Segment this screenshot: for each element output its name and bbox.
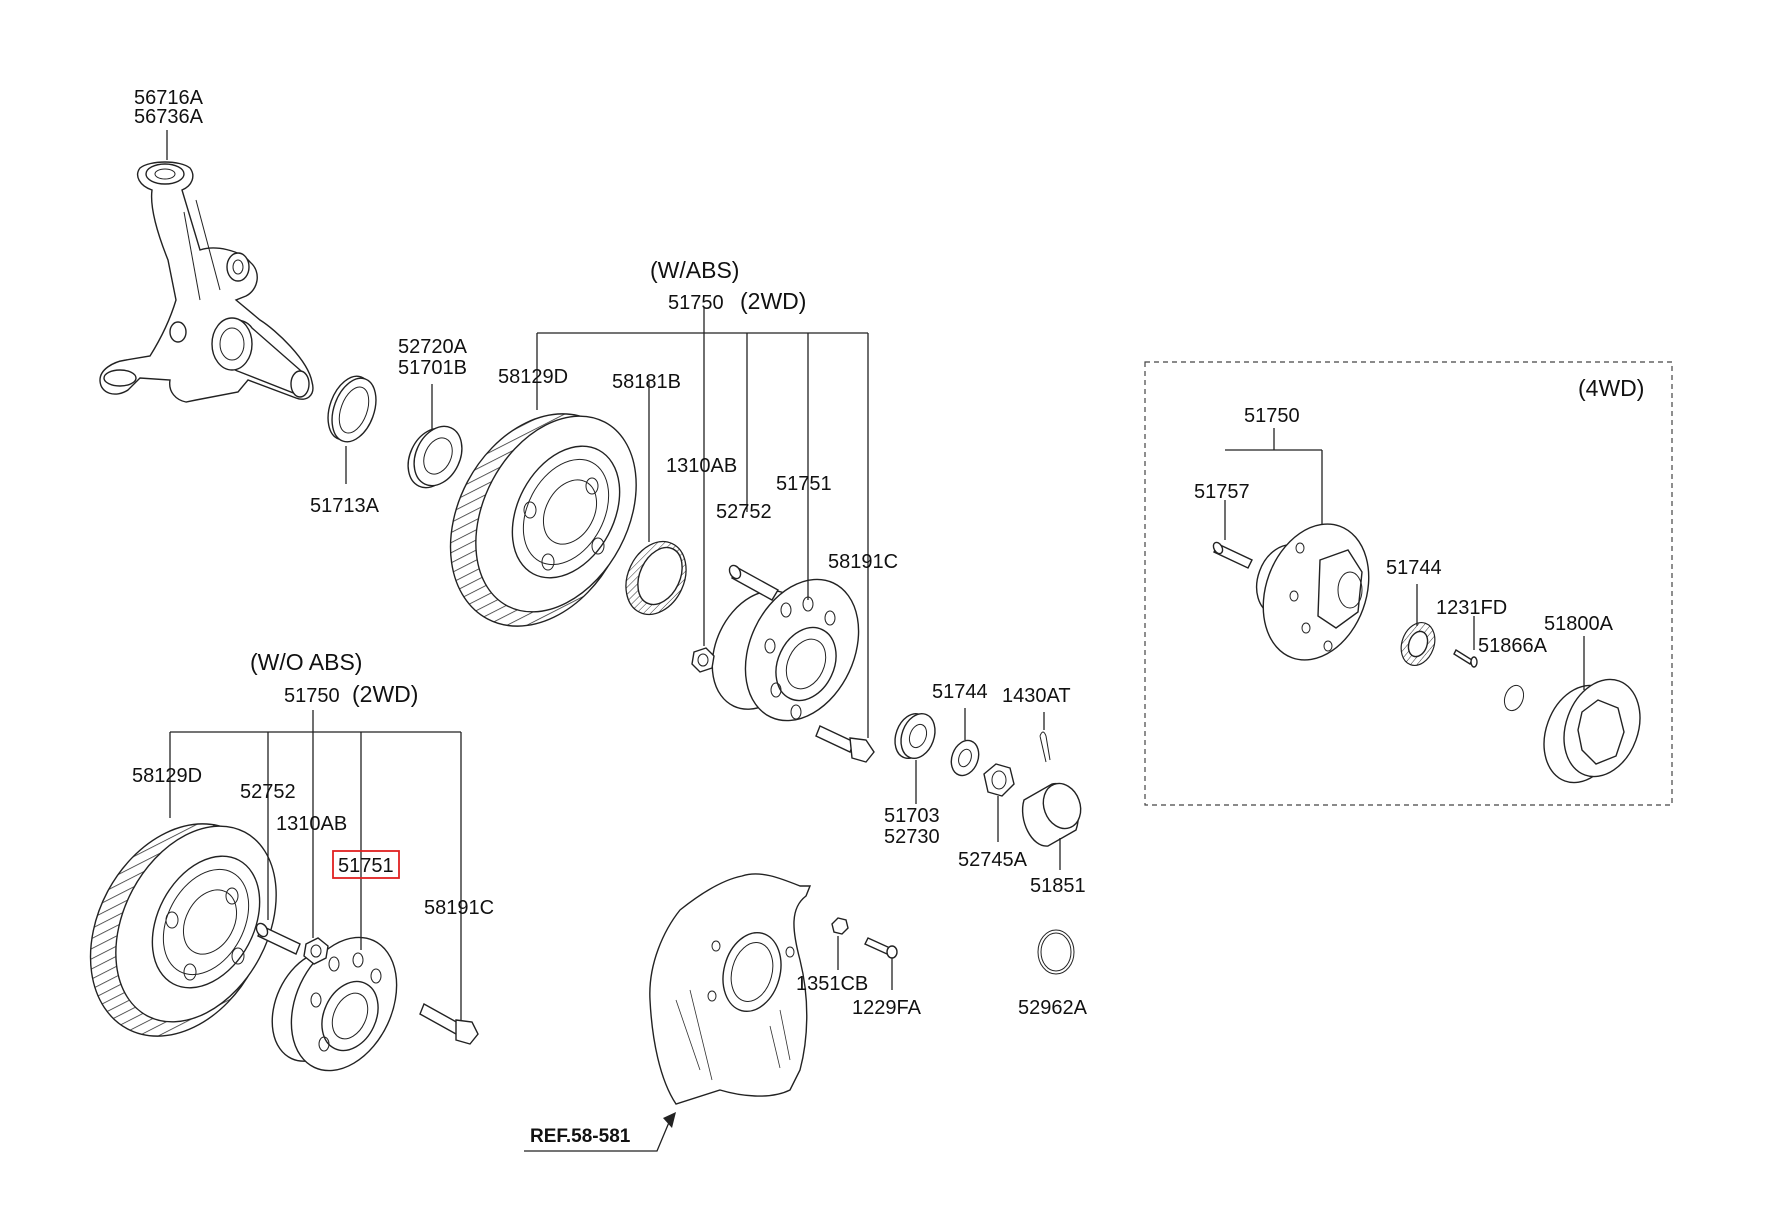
label-stud-abs: 52752 bbox=[716, 501, 772, 523]
label-ring-abs: 58181B bbox=[612, 371, 681, 393]
label-washer-4wd: 51744 bbox=[1386, 557, 1442, 579]
steering-knuckle[interactable] bbox=[99, 161, 314, 403]
label-51703: 51703 bbox=[884, 805, 940, 827]
hub-stud-noabs[interactable] bbox=[254, 921, 301, 955]
washer-4wd[interactable] bbox=[1395, 618, 1440, 670]
grease-cap[interactable] bbox=[1022, 778, 1087, 847]
label-52730: 52730 bbox=[884, 826, 940, 848]
label-51701b: 51701B bbox=[398, 357, 467, 379]
wheel-hub-abs[interactable] bbox=[694, 561, 880, 739]
oil-seal[interactable] bbox=[320, 370, 384, 448]
label-bolt-abs: 58191C bbox=[828, 551, 898, 573]
label-oring-4wd: 51866A bbox=[1478, 635, 1548, 657]
shield-nut[interactable] bbox=[831, 917, 849, 935]
label-washer: 51744 bbox=[932, 681, 988, 703]
castle-nut[interactable] bbox=[983, 763, 1015, 797]
label-woabs-drive: (2WD) bbox=[352, 681, 418, 707]
label-nut-noabs: 1310AB bbox=[276, 813, 347, 835]
oring-4wd[interactable] bbox=[1501, 683, 1527, 714]
label-stud-4wd: 51757 bbox=[1194, 481, 1250, 503]
label-52720a: 52720A bbox=[398, 336, 468, 358]
cotter-pin[interactable] bbox=[1039, 731, 1051, 763]
brake-disc-noabs[interactable] bbox=[55, 793, 308, 1068]
woabs-bracket bbox=[170, 710, 461, 733]
washer[interactable] bbox=[947, 737, 984, 780]
lock-hub-4wd[interactable] bbox=[1531, 669, 1653, 794]
wabs-bracket bbox=[537, 308, 868, 334]
label-cap: 51851 bbox=[1030, 875, 1086, 897]
label-1351cb: 1351CB bbox=[796, 973, 868, 995]
label-4wd-code: 51750 bbox=[1244, 405, 1300, 427]
label-1229fa: 1229FA bbox=[852, 997, 922, 1019]
label-ref[interactable]: REF.58-581 bbox=[530, 1126, 631, 1147]
hub-4wd[interactable] bbox=[1245, 509, 1387, 675]
label-56716a: 56716A bbox=[134, 87, 204, 109]
hub-bolt-noabs[interactable] bbox=[419, 1003, 479, 1045]
hub-bolt-abs[interactable] bbox=[815, 725, 875, 763]
label-bolt-noabs: 58191C bbox=[424, 897, 494, 919]
highlight-box bbox=[332, 850, 400, 879]
label-stud-noabs: 52752 bbox=[240, 781, 296, 803]
label-wo-abs: (W/O ABS) bbox=[250, 649, 362, 675]
hub-nut-abs[interactable] bbox=[691, 647, 715, 673]
label-hub-abs: 51751 bbox=[776, 473, 832, 495]
label-51713a: 51713A bbox=[310, 495, 380, 517]
dust-shield[interactable] bbox=[649, 873, 812, 1105]
label-disc-noabs: 58129D bbox=[132, 765, 202, 787]
4wd-box bbox=[1144, 361, 1673, 806]
inner-bearing[interactable] bbox=[399, 419, 471, 496]
hub-nut-noabs[interactable] bbox=[303, 937, 329, 965]
label-56736a: 56736A bbox=[134, 106, 204, 128]
label-woabs-code: 51750 bbox=[284, 685, 340, 707]
label-w-abs: (W/ABS) bbox=[650, 257, 739, 283]
outer-bearing[interactable] bbox=[889, 709, 941, 763]
wheel-hub-noabs[interactable] bbox=[255, 920, 417, 1087]
label-screw-4wd: 1231FD bbox=[1436, 597, 1507, 619]
label-nut-abs: 1310AB bbox=[666, 455, 737, 477]
ref-arrow bbox=[524, 1112, 676, 1152]
label-disc-abs: 58129D bbox=[498, 366, 568, 388]
4wd-bracket bbox=[1225, 428, 1322, 451]
brake-disc-abs[interactable] bbox=[415, 383, 668, 658]
label-pin: 1430AT bbox=[1002, 685, 1071, 707]
abs-sensor-ring[interactable] bbox=[615, 532, 698, 625]
label-wabs-drive: (2WD) bbox=[740, 288, 806, 314]
label-wabs-code: 51750 bbox=[668, 292, 724, 314]
label-lock-hub-4wd: 51800A bbox=[1544, 613, 1614, 635]
shield-bolt[interactable] bbox=[864, 937, 898, 959]
label-castle-nut: 52745A bbox=[958, 849, 1028, 871]
label-4wd: (4WD) bbox=[1578, 375, 1644, 401]
label-hub-noabs: 51751 bbox=[338, 855, 394, 877]
screw-4wd[interactable] bbox=[1453, 648, 1478, 668]
stud-4wd[interactable] bbox=[1212, 541, 1253, 569]
snap-ring[interactable] bbox=[1037, 929, 1075, 975]
label-snap-ring: 52962A bbox=[1018, 997, 1088, 1019]
hub-stud-abs[interactable] bbox=[727, 563, 779, 601]
